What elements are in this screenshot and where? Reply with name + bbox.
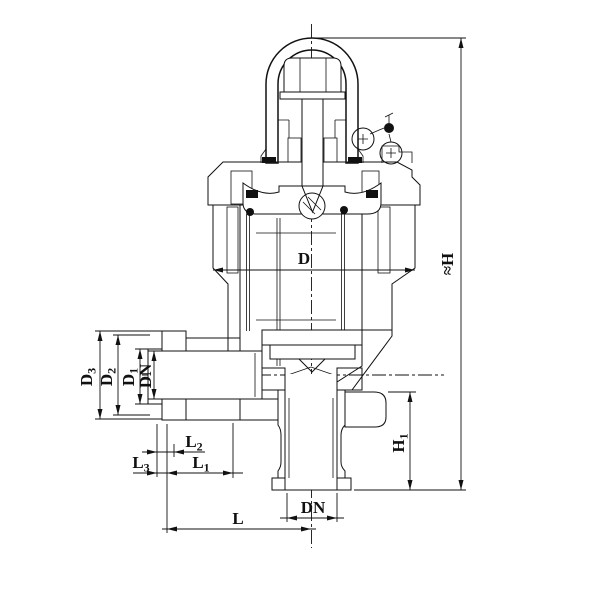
dim-l2: L2 <box>142 432 205 455</box>
bottom-port-bore <box>285 374 337 490</box>
dim-dn-side: DN <box>136 351 157 399</box>
dim-label-d2: D2 <box>97 368 119 386</box>
dim-l3-l1: L3 L1 <box>132 453 243 476</box>
dim-d2: D2 <box>97 335 121 415</box>
adjusting-screw-head <box>283 57 342 93</box>
spring-wire-section <box>246 208 254 216</box>
dim-label-dn-bottom: DN <box>301 498 326 517</box>
washer <box>279 91 346 100</box>
lead-seal-ball <box>384 123 394 133</box>
body-boss-right <box>344 391 387 428</box>
cap-dome <box>265 37 359 164</box>
stem-tip <box>301 185 324 214</box>
port-top-wall <box>185 337 241 352</box>
dim-label-l: L <box>232 509 243 528</box>
side-flange-port <box>147 330 279 421</box>
dim-label-d: D <box>298 249 310 268</box>
dim-d: D <box>213 249 415 273</box>
dim-label-h1: H1 <box>389 433 411 452</box>
cap-gasket-right <box>348 157 362 163</box>
dim-d3: D3 <box>77 331 103 419</box>
dim-label-l2: L2 <box>185 432 202 454</box>
seal-ring-left <box>246 190 258 198</box>
lower-spring-seat <box>261 329 363 346</box>
spring-seat-assembly <box>242 182 382 220</box>
port-wall-left <box>277 389 286 479</box>
dim-dn-bottom: DN <box>280 498 344 521</box>
port-bottom-wall <box>185 398 241 421</box>
dim-label-d1: D1 <box>119 368 141 386</box>
dim-label-h-approx: ≈H <box>438 253 457 276</box>
seal-ring-right <box>366 190 378 198</box>
cap-gasket-left <box>262 157 276 163</box>
bottom-threaded-port <box>271 374 387 491</box>
valve-cap <box>260 37 364 214</box>
dim-label-l1: L1 <box>192 453 209 475</box>
seal-screw-left <box>351 127 375 151</box>
dim-l: L <box>162 509 316 532</box>
dim-label-dn-side: DN <box>136 363 155 388</box>
dim-label-d3: D3 <box>77 368 99 386</box>
lead-seal-detail <box>351 112 413 165</box>
side-port-bore <box>147 350 263 400</box>
dim-d1: D1 <box>119 349 143 404</box>
dim-h1: H1 <box>389 392 413 490</box>
dim-label-l3: L3 <box>132 453 149 475</box>
valve-stem <box>301 98 324 187</box>
dimensions: D3 D2 D1 DN D L2 <box>77 37 466 533</box>
spring-wire-section <box>340 206 348 214</box>
disc-holder <box>269 344 356 360</box>
valve-disc <box>261 329 363 373</box>
port-wall-right <box>336 389 346 479</box>
stem-ball <box>298 192 326 220</box>
dim-h: ≈H <box>438 38 464 490</box>
